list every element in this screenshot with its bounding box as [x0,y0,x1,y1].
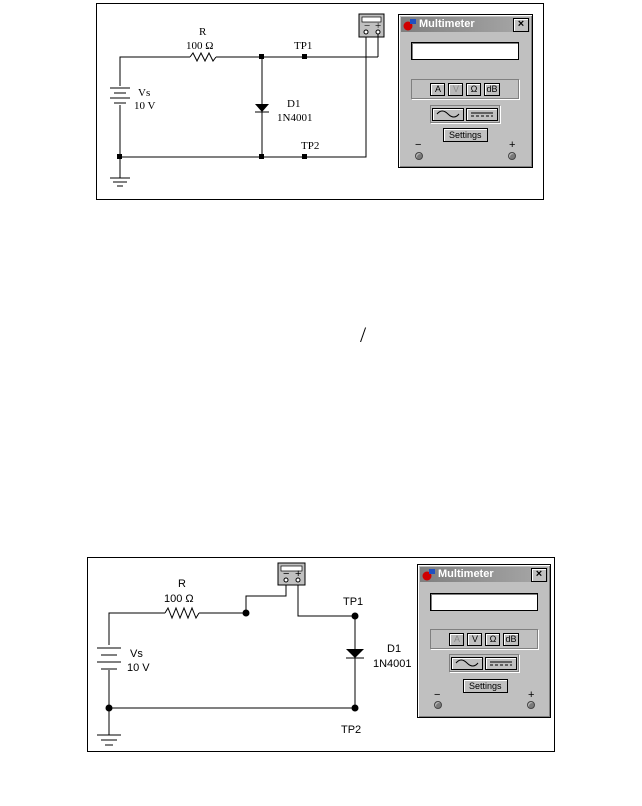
resistor-name-1: R [199,26,207,38]
minus-terminal-label-2: − [434,689,441,701]
plus-terminal-icon-1[interactable] [508,152,516,160]
resistor-r-1 [189,51,217,63]
close-icon[interactable]: × [531,568,547,582]
dc-line-icon-1 [471,112,493,117]
settings-button-1[interactable]: Settings [443,128,488,142]
resistor-name-2: R [178,578,186,590]
tp1-node-2 [351,612,359,620]
diode-symbol-2 [346,649,364,658]
wire-meter-plus-2 [297,584,355,617]
multimeter-logo-icon-1 [403,19,416,31]
sine-wave-icon-1 [436,110,460,118]
resistor-value-2: 100 Ω [164,593,194,605]
close-icon[interactable]: × [513,18,529,32]
multimeter-wave-row-2 [449,654,519,672]
multimeter-titlebar-2[interactable]: Multimeter × [420,567,548,582]
minus-terminal-icon-2[interactable] [434,701,442,709]
plus-terminal-label-1: + [509,139,516,151]
tp2-node-2 [351,704,359,712]
tp1-label-2: TP1 [343,596,363,608]
dc-wave-button-2[interactable] [485,656,517,670]
junction-1c [117,154,122,159]
multimeter-window-1[interactable]: Multimeter × A V Ω dB Settings − + [398,14,533,168]
mode-db-button-1[interactable]: dB [484,82,500,96]
meter-icon-1 [358,13,385,38]
junction-2b [105,704,113,712]
plus-terminal-icon-2[interactable] [527,701,535,709]
wire-meter-minus-2 [245,584,287,613]
junction-2a [242,609,250,617]
ac-wave-button-2[interactable] [451,656,483,670]
diode-part-1: 1N4001 [277,112,312,124]
mode-ohm-button-1[interactable]: Ω [466,82,482,96]
source-value-1: 10 V [134,100,156,112]
diode-name-1: D1 [287,98,300,110]
dc-wave-button-1[interactable] [466,107,498,121]
plus-terminal-label-2: + [528,689,535,701]
wire-top-right-1 [216,37,367,58]
meter-minus-label-1: − [364,20,370,32]
minus-terminal-icon-1[interactable] [415,152,423,160]
source-value-2: 10 V [127,662,150,674]
tp2-label-1: TP2 [301,140,319,152]
tp2-node-1 [302,154,307,159]
meter-icon-2 [277,562,306,586]
multimeter-titlebar-1[interactable]: Multimeter × [401,17,530,32]
multimeter-wave-row-1 [430,105,500,123]
meter-plus-label-2: + [295,568,301,580]
diode-name-2: D1 [387,643,401,655]
mode-a-button-2[interactable]: A [449,632,465,646]
multimeter-title-1: Multimeter [419,18,475,30]
junction-1a [259,54,264,59]
tp1-label-1: TP1 [294,40,312,52]
mode-a-button-1[interactable]: A [430,82,446,96]
source-name-2: Vs [130,648,143,660]
resistor-value-1: 100 Ω [186,40,213,52]
wire-top-left-1 [119,56,190,86]
minus-terminal-label-1: − [415,139,422,151]
tp2-label-2: TP2 [341,724,361,736]
meter-plus-label-1: + [375,20,381,32]
meter-minus-label-2: − [283,568,289,580]
diode-part-2: 1N4001 [373,658,412,670]
source-name-1: Vs [138,87,150,99]
multimeter-display-2 [430,593,538,611]
sine-wave-icon-2 [455,659,479,667]
multimeter-window-2[interactable]: Multimeter × A V Ω dB Settings − + [417,564,551,718]
multimeter-display-1 [411,42,519,60]
settings-button-2[interactable]: Settings [463,679,508,693]
mode-v-button-2[interactable]: V [467,632,483,646]
mode-db-button-2[interactable]: dB [503,632,519,646]
wire-bottom-1 [119,37,367,158]
mode-ohm-button-2[interactable]: Ω [485,632,501,646]
separator-mark: / [360,322,367,347]
multimeter-title-2: Multimeter [438,568,494,580]
mode-v-button-1[interactable]: V [448,82,464,96]
tp1-node-1 [302,54,307,59]
junction-1b [259,154,264,159]
circuit-diagram-2 [87,557,555,752]
resistor-r-2 [164,606,200,620]
dc-line-icon-2 [490,661,512,666]
multimeter-mode-row-2: A V Ω dB [430,629,538,649]
diode-symbol-1 [255,104,269,112]
multimeter-mode-row-1: A V Ω dB [411,79,519,99]
wire-top-left-2 [108,612,165,645]
ac-wave-button-1[interactable] [432,107,464,121]
multimeter-logo-icon-2 [422,569,435,581]
